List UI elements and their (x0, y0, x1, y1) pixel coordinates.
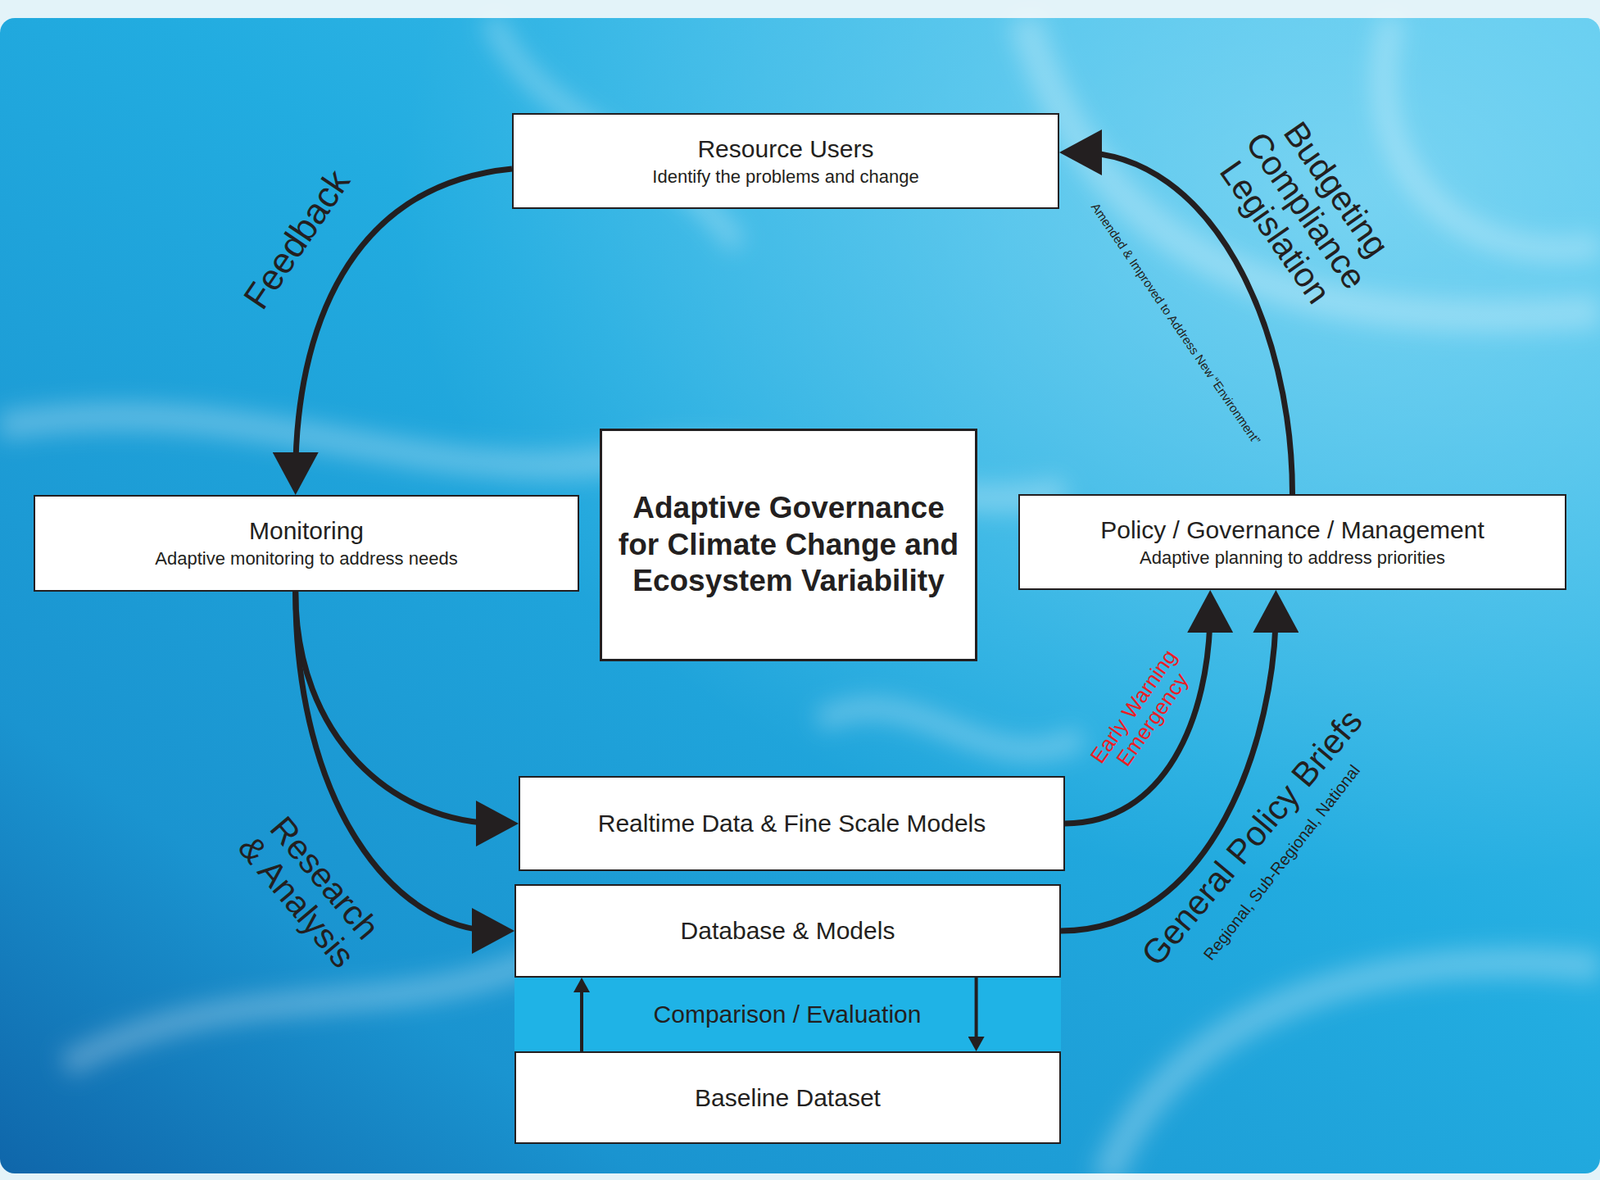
title-box: Adaptive Governance for Climate Change a… (599, 428, 978, 662)
edge-label: Comparison / Evaluation (653, 1001, 922, 1028)
process-box: Baseline Dataset (514, 1051, 1061, 1144)
box-heading: Realtime Data & Fine Scale Models (598, 808, 987, 839)
flow-arrow (974, 977, 979, 1044)
comparison-band (514, 977, 1061, 1052)
box-heading: Resource Users (697, 134, 874, 164)
box-subtitle: Adaptive monitoring to address needs (154, 547, 458, 571)
flow-arrow (295, 591, 501, 824)
box-heading: Policy / Governance / Management (1100, 515, 1485, 545)
flow-arrow (1060, 607, 1276, 931)
process-box: MonitoringAdaptive monitoring to address… (33, 494, 580, 592)
box-subtitle: Identify the problems and change (652, 165, 919, 189)
water-panel (0, 18, 1600, 1174)
process-box: Realtime Data & Fine Scale Models (518, 775, 1066, 871)
box-heading: Monitoring (249, 516, 364, 546)
box-subtitle: Adaptive planning to address priorities (1139, 546, 1446, 570)
caustic-lights (0, 18, 1600, 1180)
process-box: Database & Models (514, 883, 1061, 978)
process-box: Resource UsersIdentify the problems and … (512, 113, 1060, 209)
box-heading: Database & Models (680, 915, 896, 946)
flow-arrow (580, 984, 584, 1052)
box-heading: Baseline Dataset (694, 1083, 881, 1113)
flow-arrow (1065, 607, 1211, 824)
process-box: Policy / Governance / ManagementAdaptive… (1018, 494, 1567, 590)
diagram-title: Adaptive Governance for Climate Change a… (616, 489, 961, 599)
water-glow (0, 18, 1600, 1174)
